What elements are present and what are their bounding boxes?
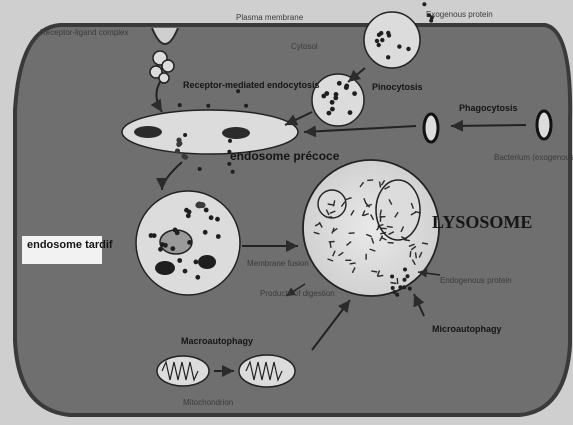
protein-dot [386,31,390,35]
protein-dot [198,167,202,171]
protein-dot [377,33,381,37]
protein-dot [183,133,187,137]
mitochondrion-left [157,356,209,386]
label-lysosome: LYSOSOME [432,212,532,232]
digestion-fragment [377,275,383,276]
label-microautophagy: Microautophagy [432,324,502,334]
label-exogenous-protein: Exogenous protein [426,10,493,19]
protein-dot [393,290,397,294]
label-endogenous-protein: Endogenous protein [440,276,512,285]
protein-dot [321,94,326,99]
protein-dot [352,91,357,96]
protein-dot [215,217,220,222]
protein-dot [375,39,379,43]
protein-dot [178,103,182,107]
protein-dot [337,81,342,86]
label-mitochondrion: Mitochondrion [183,398,233,407]
protein-dot [228,139,232,143]
protein-dot [216,234,221,239]
protein-dot [327,111,332,116]
protein-dot [183,155,188,160]
protein-dot [183,269,188,274]
digestion-fragment [387,226,393,227]
digestion-fragment [391,283,397,284]
protein-dot [397,44,401,48]
protein-dot [348,110,353,115]
protein-dot [158,247,163,252]
protein-dot [403,278,407,282]
protein-dot [398,285,402,289]
label-endosome-tardif: endosome tardif [27,239,113,251]
protein-dot [377,43,381,47]
arrow-phagocytosis-inward [451,125,526,126]
digestion-fragment [350,263,356,264]
protein-dot [386,55,390,59]
protein-dot [334,92,339,97]
label-endosome-precoce: endosome précoce [230,149,340,163]
protein-dot [175,148,180,153]
label-receptor-mediated: Receptor-mediated endocytosis [183,80,320,90]
label-plasma-membrane: Plasma membrane [236,13,304,22]
digestion-fragment [404,240,410,241]
protein-dot [195,275,200,280]
protein-dot [209,215,214,220]
protein-dot [390,275,394,279]
label-macroautophagy: Macroautophagy [181,336,253,346]
protein-dot [168,265,173,270]
digestion-fragment [367,180,373,181]
bacterium-internal [424,114,438,142]
protein-dot [406,47,410,51]
protein-dot [206,104,210,108]
protein-dot [173,228,178,233]
protein-dot [203,230,208,235]
bacterium-external [537,111,551,139]
label-membrane-fusion: Membrane fusion [247,259,309,268]
protein-dot [184,208,189,213]
protein-dot [152,233,157,238]
protein-dot [198,202,204,208]
label-phagocytosis: Phagocytosis [459,103,518,113]
protein-dot [176,138,181,143]
protein-dot [170,246,175,251]
digestion-fragment [410,251,411,257]
label-products-of-digestion: Products of digestion [260,289,335,298]
protein-dot [406,274,410,278]
protein-dot [187,240,192,245]
early-endosome [122,110,298,154]
label-pinocytosis: Pinocytosis [372,82,423,92]
label-cytosol: Cytosol [291,42,318,51]
protein-dot [330,107,335,112]
protein-dot [422,2,426,6]
protein-dot [403,268,407,272]
label-receptor-ligand-complex: Receptor-ligand complex [40,28,129,37]
protein-dot [160,242,165,247]
protein-dot [186,213,191,218]
label-bacterium: Bacterium (exogenous particle) [494,153,573,162]
protein-dot [380,38,384,42]
protein-dot [177,258,182,263]
protein-dot [194,260,199,265]
protein-dot [344,84,349,89]
protein-dot [231,170,235,174]
digestion-fragment [380,182,381,188]
protein-dot [391,286,395,290]
protein-dot [330,100,335,105]
protein-dot [408,287,412,291]
digestion-fragment [330,242,331,248]
pinocytosis-surface-vesicle [364,12,420,68]
digestion-fragment [416,252,417,258]
protein-dot [402,285,406,289]
autophagosome [239,355,295,387]
protein-dot [204,208,209,213]
protein-dot [244,104,248,108]
